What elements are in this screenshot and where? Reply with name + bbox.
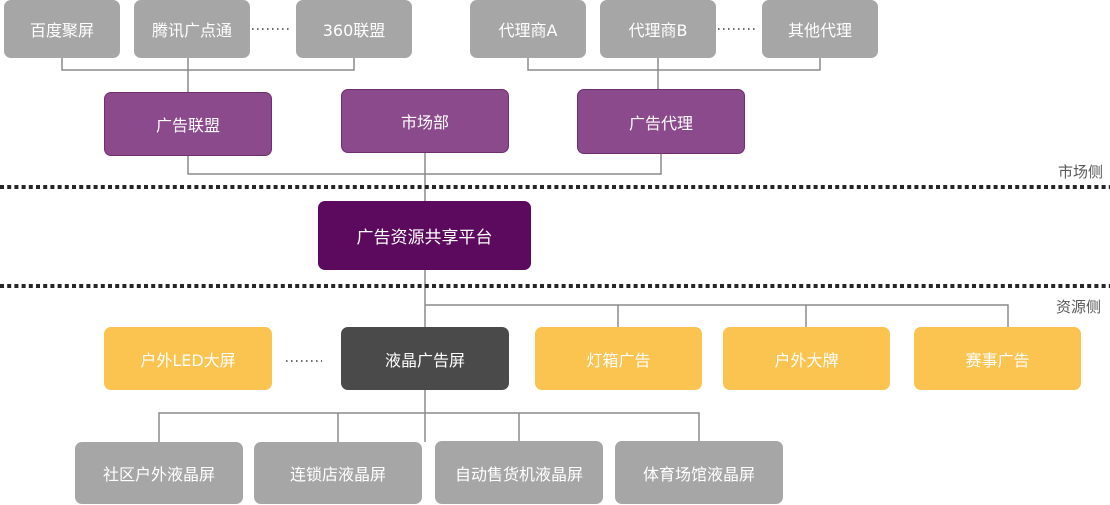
node-gym-lcd: 体育场馆液晶屏 — [615, 441, 783, 504]
node-community-lcd: 社区户外液晶屏 — [75, 442, 243, 504]
connector-platform-to-resources — [424, 270, 1009, 327]
node-platform: 广告资源共享平台 — [318, 201, 531, 270]
connector-alliance-group — [61, 58, 355, 92]
node-outdoor-led: 户外LED大屏 — [104, 327, 272, 390]
market-side-label: 市场侧 — [1058, 163, 1104, 181]
node-other-agents: 其他代理 — [762, 0, 878, 58]
node-sports-ad: 赛事广告 — [914, 327, 1081, 390]
connector-agents-group — [527, 58, 821, 89]
node-baidu: 百度聚屏 — [4, 0, 120, 58]
node-ad-agency: 广告代理 — [577, 89, 745, 154]
node-ad-alliance: 广告联盟 — [104, 92, 272, 156]
connector-lcd-to-subtypes — [158, 390, 700, 442]
node-agent-b: 代理商B — [600, 0, 716, 58]
node-tencent: 腾讯广点通 — [134, 0, 250, 58]
connector-market-to-platform — [187, 153, 662, 201]
node-marketing-dept: 市场部 — [341, 89, 509, 153]
node-chain-store-lcd: 连锁店液晶屏 — [254, 442, 422, 504]
node-billboard: 户外大牌 — [723, 327, 890, 390]
node-lightbox: 灯箱广告 — [535, 327, 702, 390]
node-lcd-screen: 液晶广告屏 — [341, 327, 509, 390]
resource-side-label: 资源侧 — [1056, 298, 1102, 316]
node-360-union: 360联盟 — [296, 0, 412, 58]
node-agent-a: 代理商A — [470, 0, 586, 58]
node-vending-lcd: 自动售货机液晶屏 — [435, 441, 603, 504]
